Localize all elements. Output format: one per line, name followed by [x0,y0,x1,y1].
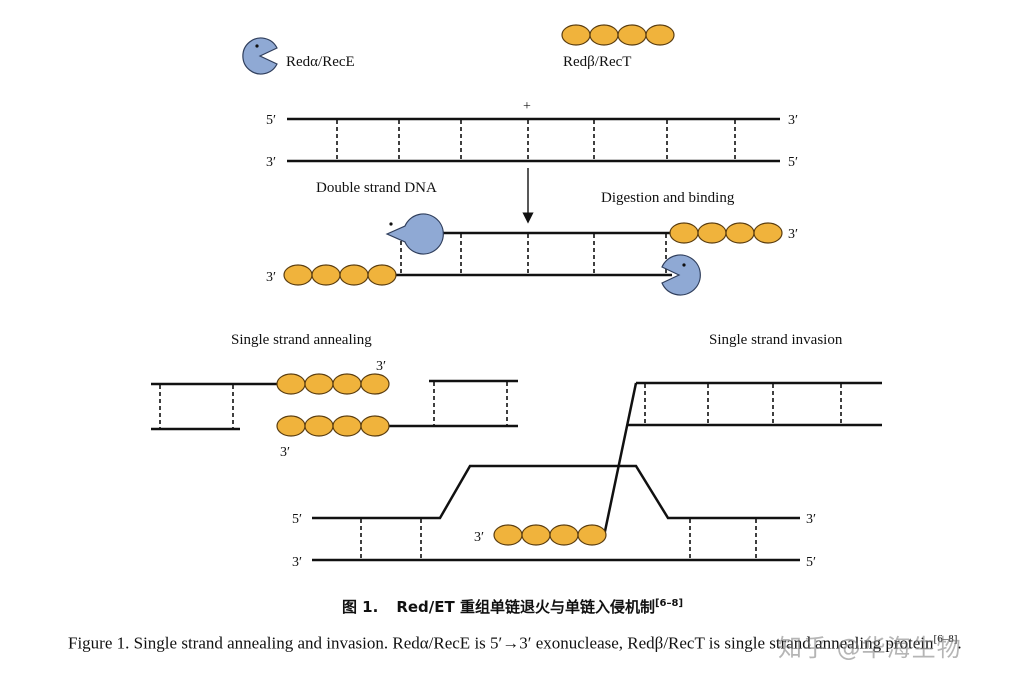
bead [617,24,647,46]
bead [283,264,313,286]
inv-left-5prime: 5′ [292,512,302,527]
bead [367,264,397,286]
bead [577,524,607,546]
bead [645,24,675,46]
figure-number: 图 1. [341,598,379,616]
invasion-label: Single strand invasion [709,332,843,348]
bead [561,24,591,46]
anneal-bottom-3prime: 3′ [280,445,290,460]
bead [339,264,369,286]
bead [311,264,341,286]
plus-sign: + [523,99,531,114]
dig-bottom-left-3prime: 3′ [266,270,276,285]
bead [304,373,334,395]
caption-english: Figure 1. Single strand annealing and in… [68,626,968,657]
anneal-top-3prime: 3′ [376,359,386,374]
bead [549,524,579,546]
invasion-donor [602,381,882,537]
redb-beads-top-right [669,222,783,244]
ds-bottom-left-3prime: 3′ [266,155,276,170]
inv-bead-3prime: 3′ [474,530,484,545]
bead [360,373,390,395]
redb-label: Redβ/RecT [563,54,631,70]
caption-english-end: . [957,633,962,653]
annealing-left-fragment [151,382,280,431]
bead [669,222,699,244]
annealing-beads-bottom [276,415,390,437]
double-strand-dna [287,117,780,163]
redb-beads-bottom-left [283,264,397,286]
bead [332,415,362,437]
double-strand-label: Double strand DNA [316,180,437,196]
watermark: 知乎 @华海生物 [778,634,962,662]
bead [521,524,551,546]
ds-top-right-3prime: 3′ [788,113,798,128]
reda-recE-pacman-icon [242,37,278,75]
annealing-beads-top [276,373,390,395]
bead [304,415,334,437]
caption-chinese-ref: [6–8] [654,598,684,609]
caption-chinese-title: Red/ET 重组单链退火与单链入侵机制 [396,598,655,616]
caption-english-text: Figure 1. Single strand annealing and in… [68,633,934,653]
bead [332,373,362,395]
bead [276,415,306,437]
dig-top-right-3prime: 3′ [788,227,798,242]
bead [360,415,390,437]
bead [753,222,783,244]
red-et-mechanism-diagram: Redα/RecE Redβ/RecT 5′ 3′ 3′ 5′ + Double… [151,24,882,570]
reda-pacman-right-icon [661,254,701,296]
invasion-target [312,464,800,562]
reda-label: Redα/RecE [286,54,355,70]
invasion-beads [493,524,607,546]
inv-right-3prime: 3′ [806,512,816,527]
inv-left-3prime: 3′ [292,555,302,570]
caption-chinese: 图 1. Red/ET 重组单链退火与单链入侵机制[6–8] [0,596,1025,617]
ds-top-left-5prime: 5′ [266,113,276,128]
annealing-right-fragment [388,379,518,428]
inv-right-5prime: 5′ [806,555,816,570]
caption-english-ref: [6–8] [933,633,958,645]
digestion-label: Digestion and binding [601,190,735,206]
bead [589,24,619,46]
redb-recT-beads-icon [561,24,675,46]
ds-bottom-right-5prime: 5′ [788,155,798,170]
bead [276,373,306,395]
reda-pacman-left-icon [385,213,444,255]
bead [697,222,727,244]
bead [493,524,523,546]
bead [725,222,755,244]
annealing-label: Single strand annealing [231,332,372,348]
